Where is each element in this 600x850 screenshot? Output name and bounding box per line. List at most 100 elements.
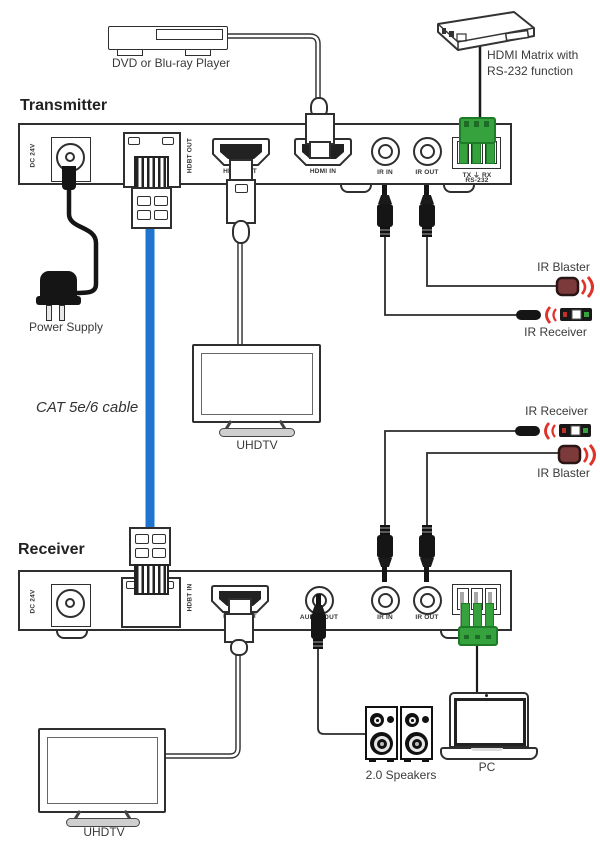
ir-in-cable-receiver [384,430,517,527]
tv-base [66,818,140,827]
plug-ribs [313,639,323,649]
hdmi-out-port-transmitter [212,138,270,166]
speaker-foot [422,758,429,762]
speaker-foot [404,758,411,762]
pc-screen [454,698,526,746]
hdmi-plug-detail [235,184,248,193]
tv-base [219,428,295,437]
plug-tip [382,567,387,582]
plug-barrel [419,535,435,558]
rs232-pin-labels: TX ⏚ RX [462,172,492,179]
ir-out-plug-transmitter [424,185,429,195]
rj45-plug-hole [152,548,166,558]
ir-blaster-icon [557,443,596,467]
plug-cone [378,558,392,567]
dc-jack-pin [65,598,75,608]
ir-in-jack-inner [378,144,393,159]
ir-blaster-label-top: IR Blaster [537,260,590,274]
plug-ribs [422,227,432,237]
ir-in-cable-transmitter [384,234,518,316]
woofer-cap [379,741,384,746]
plug-cone [312,605,325,613]
ir-blaster-label-mid: IR Blaster [537,466,590,480]
ir-in-plug-receiver [380,525,390,535]
tweeter-center [376,719,379,722]
pc-webcam [485,693,488,697]
plug-barrel [419,204,435,227]
rs232-plug-notch [475,635,480,639]
audio-cable [317,648,366,735]
dvd-player-label: DVD or Blu-ray Player [111,56,231,70]
hdmi-plug-tip [309,141,331,159]
receiver-panel-tab [56,631,88,639]
uhdtv-bottom-label: UHDTV [83,825,125,839]
hdmi-in-label: HDMI IN [309,168,337,175]
dc-plug [62,166,76,190]
tweeter-center [411,719,414,722]
rj45-led [162,137,174,145]
plug-barrel [377,535,393,558]
hdbt-out-label: HDBT OUT [186,137,194,174]
speaker-foot [369,758,376,762]
dc-jack-pin [65,152,75,162]
ir-in-jack-inner [378,593,393,608]
plug-cone [420,195,434,204]
ir-out-label-receiver: IR OUT [415,614,439,621]
pc-label: PC [478,760,496,774]
pc-base-notch [471,748,503,751]
power-supply-prong [59,305,65,321]
speaker-left [365,706,398,762]
ir-out-plug-receiver [422,525,432,535]
audio-plug [316,594,321,605]
speaker-right [400,706,433,762]
dc-label-transmitter: DC 24V [29,143,37,168]
plug-cone [378,195,392,204]
rs232-label: RS-232 [465,177,489,184]
uhdtv-top-label: UHDTV [236,438,278,452]
rj45-plug-hole [152,534,166,544]
plug-ribs [380,227,390,237]
hdmi-plug-body [226,179,256,224]
ir-blaster-icon [555,275,594,299]
hdmi-matrix-label-line2: RS-232 function [487,64,574,78]
rj45-plug-comb-receiver [134,564,169,595]
rs232-plug-notch [464,121,469,127]
rj45-plug-comb-transmitter [134,156,169,189]
dvd-player-foot [185,49,211,56]
woofer-cap [414,741,419,746]
hdmi-plug-boot [230,639,248,656]
transmitter-panel-tab [340,185,372,193]
plug-tip [424,567,429,582]
port-hole [387,716,394,723]
rj45-plug-hole [135,534,149,544]
ir-receiver-label-mid: IR Receiver [525,404,588,418]
power-supply-label: Power Supply [28,320,104,334]
ir-receiver-label-top: IR Receiver [524,325,587,339]
rs232-plug-notch [474,121,479,127]
speakers-label: 2.0 Speakers [365,768,437,782]
plug-cone [420,558,434,567]
port-hole [422,716,429,723]
ir-receiver-icon [516,306,592,324]
rj45-led [128,137,140,145]
ir-in-jack-receiver [371,586,400,615]
rj45-plug-body-receiver [129,527,171,566]
rs232-plug-notch [464,635,469,639]
transmitter-heading: Transmitter [20,97,108,114]
receiver-heading: Receiver [18,541,85,558]
power-supply-flange [36,296,81,305]
rj45-plug-hole [154,210,168,220]
uhdtv-bottom-screen [47,737,158,804]
ir-out-jack-inner [420,144,435,159]
hdmi-plug-body [305,113,335,145]
rs232-plug-notch [486,635,491,639]
hdmi-cable-receiver-to-uhdtv [166,648,241,759]
power-supply-prong [46,305,52,321]
ir-out-label-transmitter: IR OUT [415,169,439,176]
plug-barrel [377,204,393,227]
uhdtv-top-screen [201,353,313,415]
rj45-plug-hole [154,196,168,206]
ir-in-label-transmitter: IR IN [377,169,393,176]
rj45-plug-hole [137,196,151,206]
